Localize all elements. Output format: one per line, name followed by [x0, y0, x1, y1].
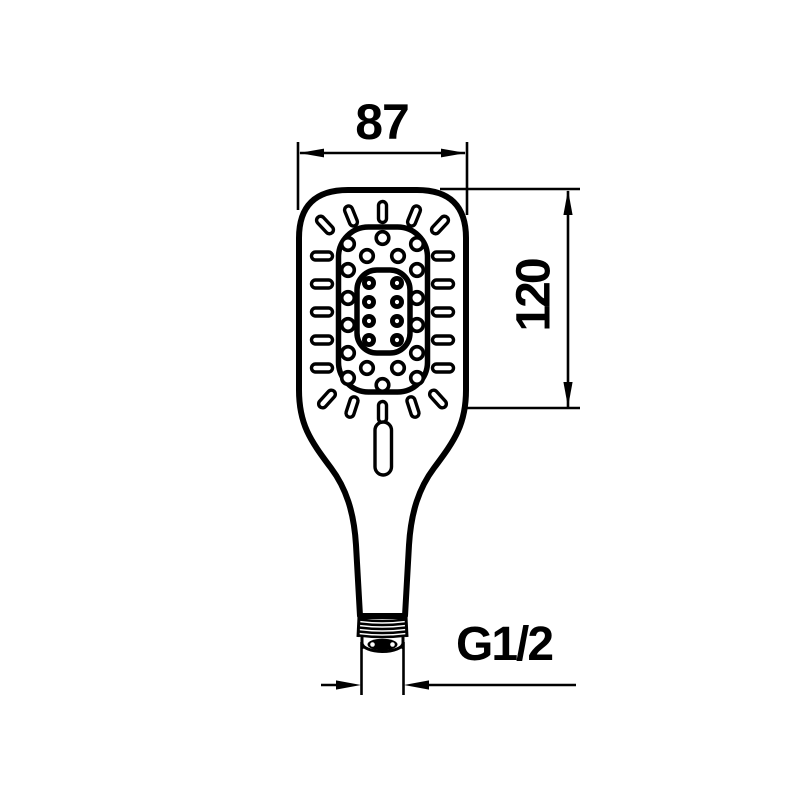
outlet-rim — [360, 642, 405, 653]
spray-face — [309, 199, 456, 425]
spray-hole — [358, 247, 376, 265]
thread-ridge — [358, 618, 407, 623]
width-dimension: 87 — [296, 94, 469, 215]
width-dimension-label: 87 — [355, 94, 409, 150]
spray-jet-pinhole — [366, 318, 372, 324]
handle-button-slot — [373, 420, 394, 477]
spray-jet-pinhole — [366, 280, 372, 286]
spray-slot — [376, 399, 389, 425]
spray-slot — [430, 362, 456, 374]
spray-slot — [309, 362, 335, 374]
thread-side-right — [404, 616, 409, 638]
arrowhead-right — [441, 148, 466, 158]
spray-hole — [389, 247, 407, 265]
spray-slot — [314, 214, 336, 236]
spray-slot — [309, 250, 335, 262]
spray-slot — [376, 199, 389, 225]
spray-hole — [408, 289, 426, 307]
thread-connector — [356, 616, 409, 653]
spray-hole — [358, 359, 376, 377]
spray-hole — [339, 289, 357, 307]
middle-spray-holes — [339, 229, 426, 394]
spray-slot — [430, 278, 456, 290]
spray-hole — [408, 235, 426, 253]
spray-jet-pinhole — [366, 337, 372, 343]
spray-slot — [405, 204, 423, 228]
spray-hole — [374, 229, 391, 247]
spray-hole — [339, 344, 357, 362]
spray-jet-pinhole — [394, 280, 400, 286]
spray-slot — [309, 278, 335, 290]
thread-dimension-label: G1/2 — [456, 618, 552, 671]
spray-slot — [309, 306, 335, 318]
spray-hole — [408, 369, 426, 387]
spray-jet-pinhole — [394, 318, 400, 324]
thread-side-left — [356, 616, 361, 638]
spray-slot — [427, 388, 449, 410]
spray-slot — [430, 334, 456, 346]
spray-face-inner-plate — [354, 267, 413, 356]
inner-spray-jets — [362, 276, 404, 347]
spray-slot — [430, 250, 456, 262]
spray-jet-pinhole — [394, 337, 400, 343]
spray-hole — [339, 261, 357, 279]
outlet-highlight — [390, 642, 395, 647]
height-dimension: 120 — [440, 187, 580, 410]
spray-hole — [339, 369, 357, 387]
thread-ridge — [358, 634, 407, 639]
spray-slot — [309, 334, 335, 346]
spray-slot — [405, 395, 421, 419]
spray-hole — [339, 316, 357, 334]
spray-hole — [339, 235, 357, 253]
spray-slot — [430, 306, 456, 318]
outlet-opening — [367, 638, 398, 651]
thread-dimension: G1/2 — [321, 618, 576, 695]
outlet-highlight — [370, 642, 375, 647]
thread-ridge — [358, 630, 407, 635]
spray-hole — [408, 316, 426, 334]
height-dimension-label: 120 — [508, 259, 561, 331]
spray-slot — [316, 388, 338, 410]
spray-slot — [429, 214, 451, 236]
spray-slot — [344, 395, 360, 419]
spray-hole — [389, 359, 407, 377]
spray-hole — [408, 344, 426, 362]
thread-ridge — [358, 622, 407, 627]
arrowhead-up — [563, 190, 573, 215]
arrowhead-right — [336, 680, 361, 690]
thread-ridge — [358, 626, 407, 631]
spray-jet-pinhole — [394, 299, 400, 305]
spray-slot — [342, 204, 360, 228]
arrowhead-left — [299, 148, 324, 158]
spray-hole — [374, 376, 391, 394]
arrowhead-left — [404, 680, 429, 690]
arrowhead-down — [563, 382, 573, 407]
spray-hole — [408, 261, 426, 279]
spray-jet-pinhole — [366, 299, 372, 305]
